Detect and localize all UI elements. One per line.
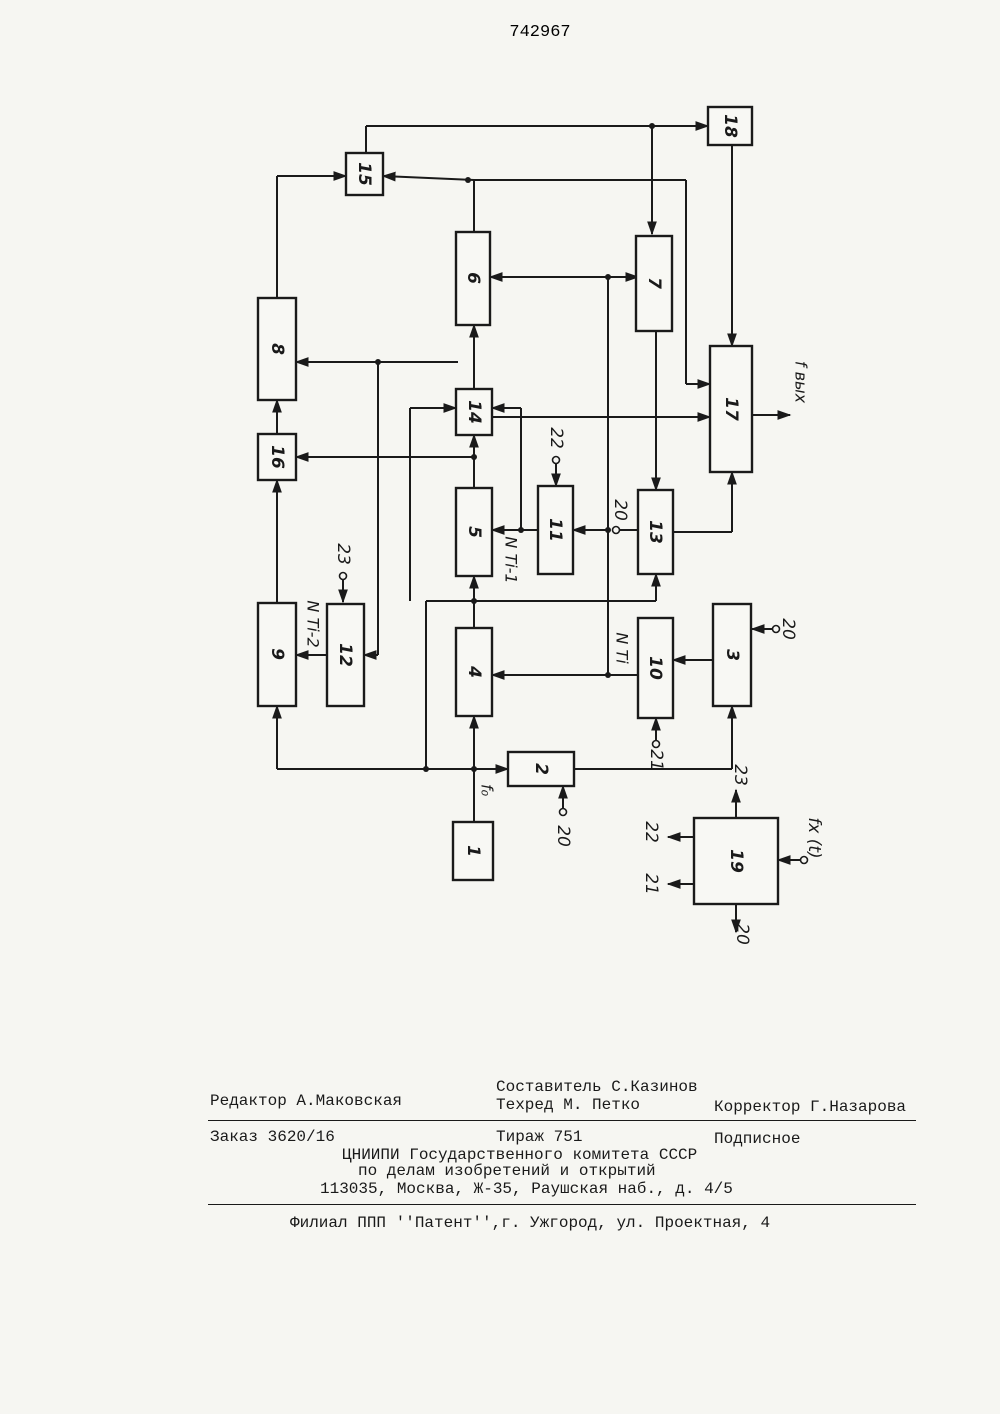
block-15: 15 [346,153,383,195]
block-6: 6 [456,232,490,325]
svg-text:5: 5 [464,526,484,538]
branch-line: Филиал ППП ''Патент'',г. Ужгород, ул. Пр… [290,1214,770,1232]
block-16: 16 [258,434,296,480]
corrector-line: Корректор Г.Назарова [714,1098,906,1116]
input-20-block-2: 20 [553,825,573,847]
block-19: 19 [694,818,778,904]
block-4: 4 [456,628,492,716]
svg-text:4: 4 [464,665,484,678]
block-1: 1 [453,822,493,880]
svg-text:7: 7 [644,277,664,289]
output-20: 20 [732,923,752,945]
signal-n-ti-1: N Ti-1 [502,536,521,583]
org-line-2: по делам изобретений и открытий [358,1162,656,1180]
output-22: 22 [641,821,661,843]
compiler-line: Составитель С.Казинов [496,1078,698,1096]
input-20-block-3: 20 [778,618,798,640]
block-12: 12 [327,604,364,706]
techred-line: Техред М. Петко [496,1096,640,1114]
input-23-block-12: 23 [333,543,353,565]
svg-text:14: 14 [464,400,484,424]
svg-text:2: 2 [531,763,551,775]
block-11: 11 [538,486,573,574]
svg-text:1: 1 [463,845,483,857]
footer-rule-top [208,1120,916,1121]
svg-text:16: 16 [267,445,287,469]
block-14: 14 [456,389,492,435]
output-21: 21 [641,873,661,895]
block-2: 2 [508,752,574,786]
signal-fout: f вых [792,361,811,404]
block-5: 5 [456,488,492,576]
editor-line: Редактор А.Маковская [210,1092,402,1110]
svg-text:8: 8 [267,343,287,355]
output-23: 23 [730,764,750,786]
block-18: 18 [708,107,752,145]
block-7: 7 [636,236,672,331]
signal-f0: f₀ [478,784,497,797]
input-20-block-13: 20 [610,499,630,521]
circulation-line: Тираж 751 [496,1128,582,1146]
input-22-block-11: 22 [546,427,566,449]
svg-text:6: 6 [463,272,483,284]
input-21-block-10: 21 [646,749,666,771]
block-9: 9 [258,603,296,706]
svg-text:13: 13 [645,520,665,544]
svg-text:3: 3 [722,649,742,661]
block-3: 3 [713,604,751,706]
block-17: 17 [710,346,752,472]
signal-n-ti: N Ti [613,632,632,664]
svg-text:17: 17 [721,397,741,421]
svg-text:15: 15 [354,162,374,186]
block-10: 10 [638,618,673,718]
svg-text:19: 19 [726,849,746,873]
signal-n-ti-2: N Ti-2 [304,600,323,647]
address-line: 113035, Москва, Ж-35, Раушская наб., д. … [320,1180,733,1198]
footer-rule-bottom [208,1204,916,1205]
block-13: 13 [638,490,673,574]
block-8: 8 [258,298,296,400]
input-fx: fx (t) [804,817,824,858]
svg-text:11: 11 [545,518,565,542]
patent-number: 742967 [509,23,570,42]
svg-text:12: 12 [335,643,355,667]
order-line: Заказ 3620/16 [210,1128,335,1146]
subscription-line: Подписное [714,1130,800,1148]
svg-text:18: 18 [720,114,740,138]
svg-text:9: 9 [267,648,287,660]
svg-text:10: 10 [645,656,665,680]
